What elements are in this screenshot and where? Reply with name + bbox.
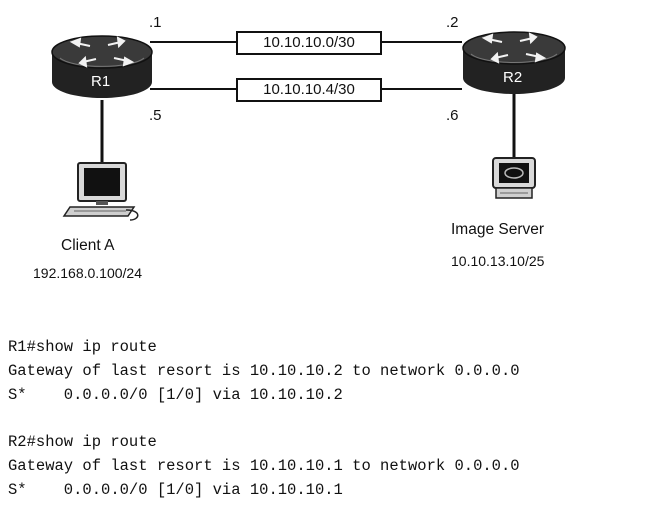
cli-route-line: S* 0.0.0.0/0 [1/0] via 10.10.10.1 — [8, 481, 343, 499]
cli-command: R1#show ip route — [8, 338, 157, 356]
r2-link2-interface-label: .6 — [446, 107, 459, 124]
router-r2-icon — [462, 31, 566, 94]
router-r1-icon — [51, 35, 153, 98]
host-name: Image Server — [451, 221, 545, 238]
host-ip: 10.10.13.10/25 — [451, 253, 545, 269]
subnet-box: 10.10.10.4/30 — [236, 78, 382, 102]
router-label: R2 — [503, 69, 523, 86]
host-ip: 192.168.0.100/24 — [33, 265, 142, 281]
cli-gateway-line: Gateway of last resort is 10.10.10.1 to … — [8, 457, 520, 475]
subnet-box: 10.10.10.0/30 — [236, 31, 382, 55]
r2-link1-interface-label: .2 — [446, 14, 459, 31]
r1-link2-interface-label: .5 — [149, 107, 162, 124]
server-icon — [492, 157, 536, 199]
computer-icon — [62, 162, 139, 221]
r1-link1-interface-label: .1 — [149, 14, 162, 31]
router-label: R1 — [91, 73, 111, 90]
cli-gateway-line: Gateway of last resort is 10.10.10.2 to … — [8, 362, 520, 380]
cli-route-line: S* 0.0.0.0/0 [1/0] via 10.10.10.2 — [8, 386, 343, 404]
cli-command: R2#show ip route — [8, 433, 157, 451]
host-name: Client A — [61, 237, 115, 254]
